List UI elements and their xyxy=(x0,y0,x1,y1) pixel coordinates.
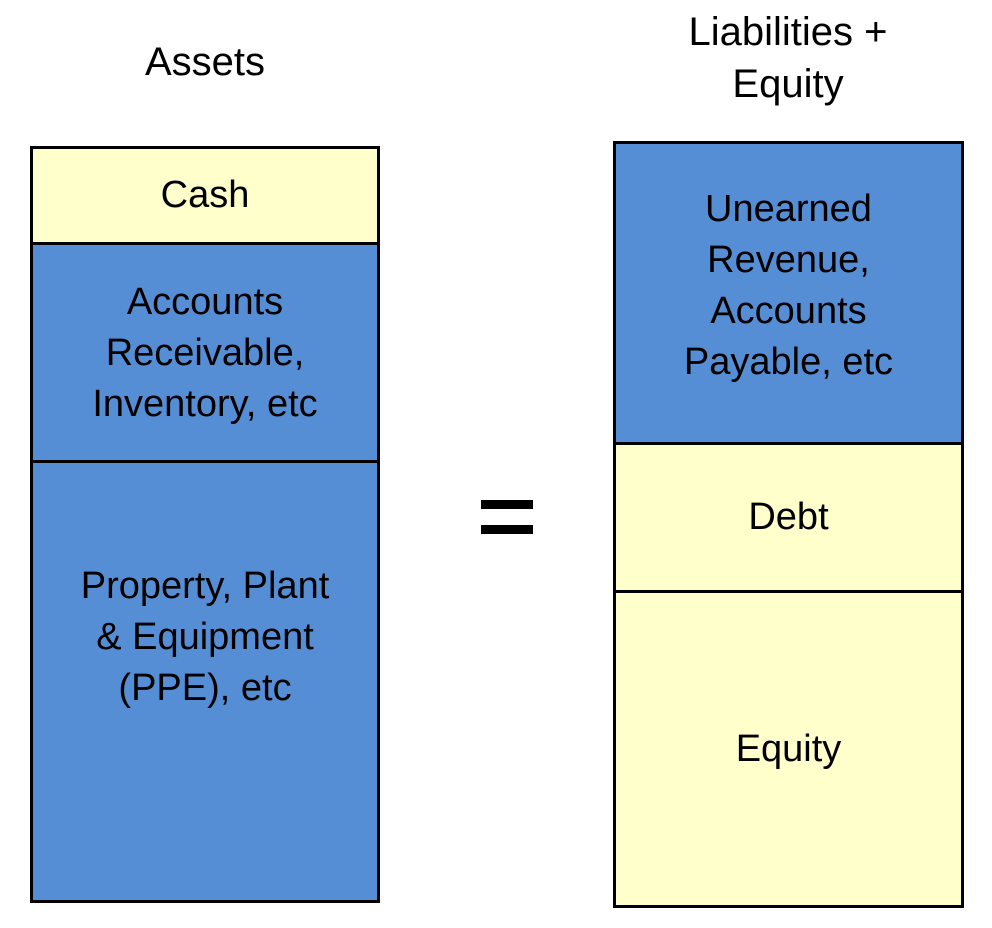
unearned-revenue-block: Unearned Revenue, Accounts Payable, etc xyxy=(616,144,961,442)
accounts-receivable-block: Accounts Receivable, Inventory, etc xyxy=(33,242,377,460)
cash-block: Cash xyxy=(33,149,377,242)
liabilities-equity-column: Unearned Revenue, Accounts Payable, etc … xyxy=(613,141,964,908)
liabilities-equity-heading: Liabilities + Equity xyxy=(688,10,888,106)
equals-icon xyxy=(481,500,533,534)
debt-block: Debt xyxy=(616,442,961,590)
assets-column: Cash Accounts Receivable, Inventory, etc… xyxy=(30,146,380,903)
assets-heading: Assets xyxy=(144,40,266,84)
equals-bar-bottom xyxy=(481,525,533,534)
equals-bar-top xyxy=(481,500,533,509)
ppe-block: Property, Plant & Equipment (PPE), etc xyxy=(33,460,377,900)
equity-block: Equity xyxy=(616,590,961,905)
